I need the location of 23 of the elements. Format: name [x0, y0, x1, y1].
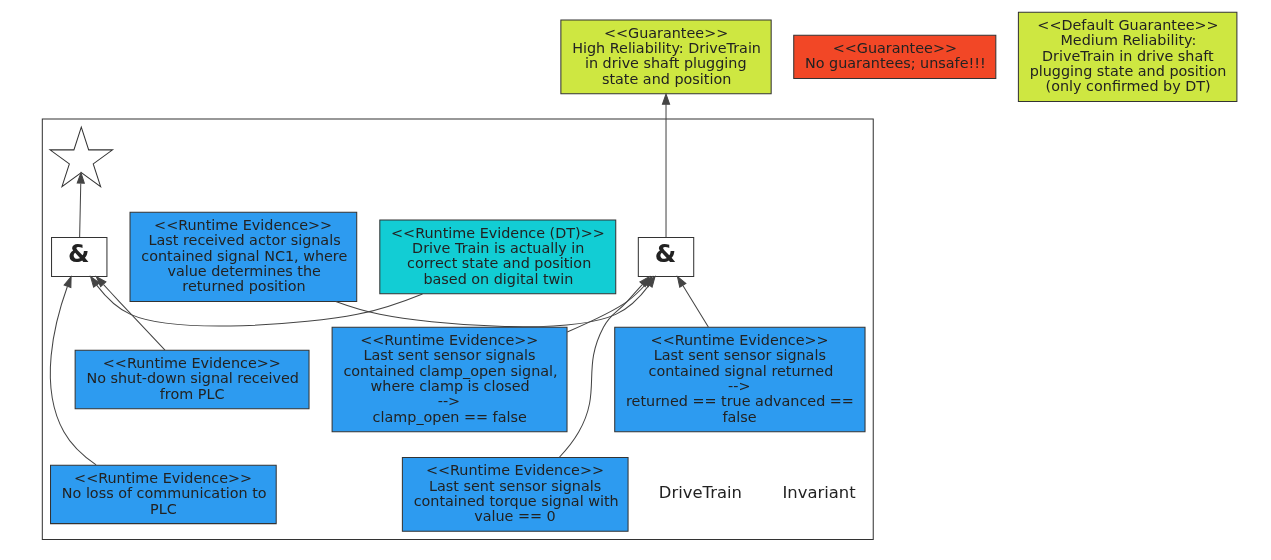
node-box: <<Guarantee>> No guarantees; unsafe!!! — [793, 34, 997, 79]
node-box: & — [51, 236, 108, 277]
node-box: <<Runtime Evidence>> Last received actor signals contained signal NC1, where value determines the returned position — [129, 211, 358, 303]
arrow — [89, 275, 423, 327]
arrow — [95, 275, 166, 351]
arrow — [676, 275, 709, 328]
label: Invariant — [782, 483, 856, 503]
node-box: <<Default Guarantee>> Medium Reliability: DriveTrain in drive shaft plugging state and position (only confirmed by DT) — [1017, 11, 1238, 102]
arrow — [558, 275, 651, 458]
node-box: <<Runtime Evidence>> No shut-down signal received from PLC — [74, 349, 310, 410]
node-box: <<Guarantee>> High Reliability: DriveTrain in drive shaft plugging state and position — [560, 19, 772, 95]
arrow — [661, 92, 671, 238]
label: DriveTrain — [658, 483, 742, 503]
node-box: & — [637, 236, 695, 277]
arrow — [76, 171, 86, 238]
arrow — [49, 275, 97, 466]
node-box: <<Runtime Evidence (DT)>> Drive Train is actually in correct state and position based on digital twin — [379, 219, 617, 295]
node-box: <<Runtime Evidence>> Last sent sensor signals contained signal returned --> returned == true advanced == false — [614, 326, 866, 433]
node-box: <<Runtime Evidence>> No loss of communication to PLC — [50, 464, 277, 525]
node-star — [48, 125, 115, 188]
cluster — [41, 118, 874, 541]
node-box: <<Runtime Evidence>> Last sent sensor signals contained torque signal with value == 0 — [401, 456, 629, 532]
node-box: <<Runtime Evidence>> Last sent sensor signals contained clamp_open signal, where clamp is closed --> clamp_open == false — [331, 326, 568, 433]
